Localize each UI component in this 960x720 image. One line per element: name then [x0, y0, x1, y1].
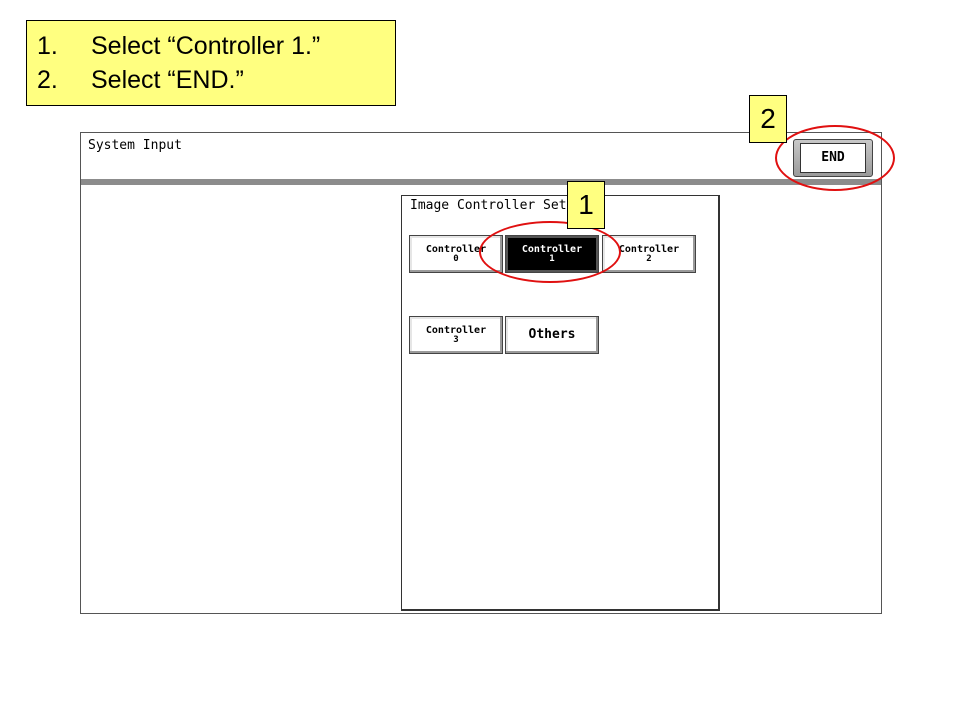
step-number: 2. [37, 66, 58, 94]
instruction-list: 1. Select “Controller 1.” 2. Select “END.” [37, 29, 395, 97]
image-controller-panel: Image Controller Set Controller 0 Contro… [401, 195, 720, 611]
controller-3-button[interactable]: Controller 3 [409, 316, 503, 354]
end-button[interactable]: END [793, 139, 873, 177]
header-divider-bar [81, 179, 881, 185]
button-number: 3 [453, 335, 459, 345]
callout-controller-1: 1 [567, 181, 605, 229]
end-button-label: END [800, 143, 866, 173]
panel-title: Image Controller Set [410, 198, 567, 213]
button-label: Others [528, 327, 576, 342]
button-number: 2 [646, 254, 652, 264]
instruction-step-1: 1. Select “Controller 1.” [37, 29, 395, 63]
controller-1-button[interactable]: Controller 1 [505, 235, 599, 273]
screen-header: System Input END [81, 133, 881, 179]
instruction-step-2: 2. Select “END.” [37, 63, 395, 97]
screen-title: System Input [88, 138, 182, 153]
button-number: 1 [549, 254, 555, 264]
button-label: Controller [618, 244, 680, 255]
instruction-box: 1. Select “Controller 1.” 2. Select “END.” [26, 20, 396, 106]
button-label: Controller [425, 325, 487, 336]
step-text: Select “END.” [91, 66, 244, 94]
button-label: Controller [425, 244, 487, 255]
controller-0-button[interactable]: Controller 0 [409, 235, 503, 273]
others-button[interactable]: Others [505, 316, 599, 354]
button-label: Controller [521, 244, 583, 255]
button-number: 0 [453, 254, 459, 264]
system-input-screen: System Input END Image Controller Set Co… [80, 132, 882, 614]
step-number: 1. [37, 32, 58, 60]
callout-end: 2 [749, 95, 787, 143]
controller-2-button[interactable]: Controller 2 [602, 235, 696, 273]
step-text: Select “Controller 1.” [91, 32, 321, 60]
